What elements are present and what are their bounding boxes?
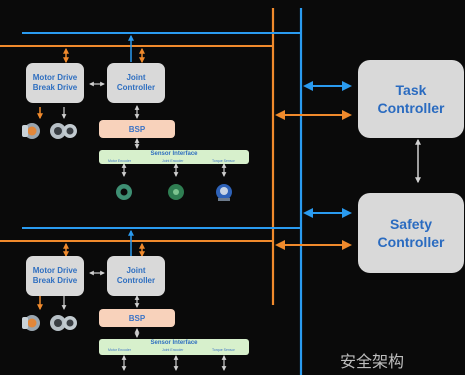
sensor-sub-joint-encoder-1: Joint Encoder [162,159,184,163]
m1-brake-icon [50,123,77,139]
sensor-sub-motor-encoder-2: Motor Encoder [108,348,131,352]
m2-brake-icon [50,315,77,331]
sensor-sub-torque-sensor-2: Torque Sensor [212,348,235,352]
sensor-interface-title-1: Sensor Interface [150,151,198,157]
sensor-sub-torque-sensor-1: Torque Sensor [212,159,235,163]
sensor-interface-bar-2: Sensor Interface Motor Encoder Joint Enc… [99,339,249,355]
motor-drive-box-2: Motor Drive Break Drive [26,256,84,296]
sensor-sub-motor-encoder-1: Motor Encoder [108,159,131,163]
bsp-box-2: BSP [99,309,175,327]
task-controller-box: Task Controller [358,60,464,138]
sensor-sub-joint-encoder-2: Joint Encoder [162,348,184,352]
joint-controller-box-1: Joint Controller [107,63,165,103]
safety-controller-box: Safety Controller [358,193,464,273]
m1-torque-sensor-icon [216,184,232,201]
bsp-box-1: BSP [99,120,175,138]
caption: 安全架构 [340,352,405,371]
m1-motor-encoder-icon [116,184,132,200]
sensor-interface-bar-1: Sensor Interface Motor Encoder Joint Enc… [99,150,249,164]
m1-motor-icon [22,123,40,139]
sensor-interface-title-2: Sensor Interface [150,340,198,346]
m1-joint-encoder-icon [168,184,184,200]
m2-motor-icon [22,315,40,331]
joint-controller-box-2: Joint Controller [107,256,165,296]
motor-drive-box-1: Motor Drive Break Drive [26,63,84,103]
